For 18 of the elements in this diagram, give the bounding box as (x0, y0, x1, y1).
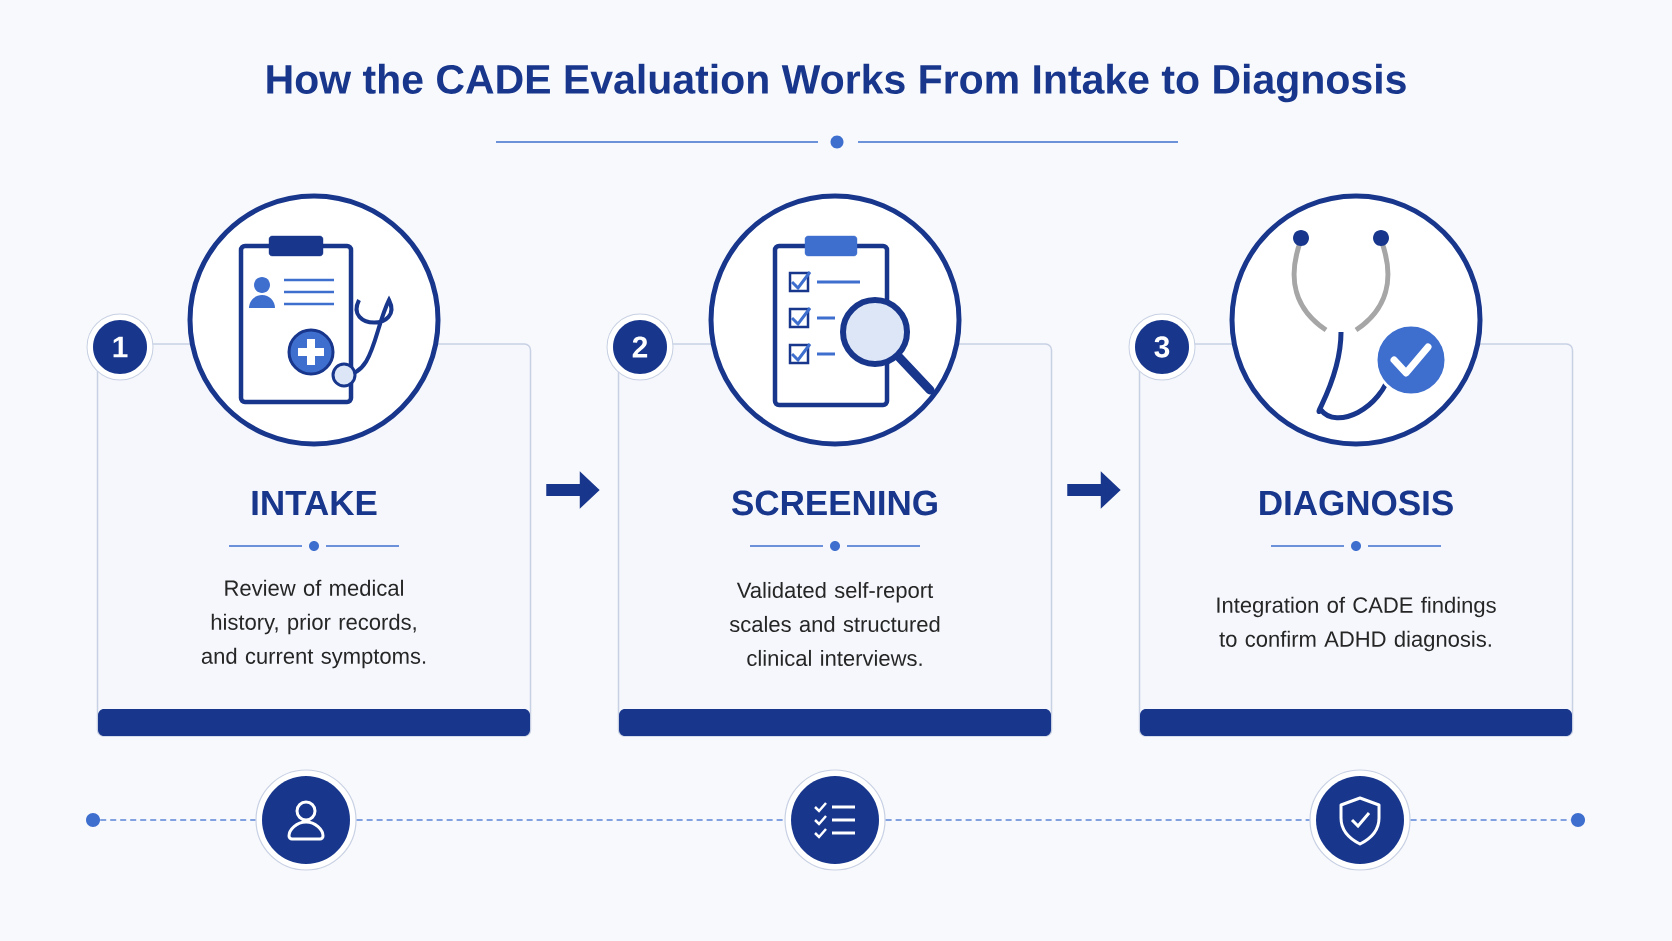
icon-badge (1309, 769, 1411, 871)
timeline-dot (86, 813, 100, 827)
step-heading: SCREENING (731, 490, 937, 516)
step-number: 3 (1128, 313, 1196, 381)
step-heading: INTAKE (252, 490, 377, 516)
timeline-line (99, 819, 257, 821)
step-number: 2 (606, 313, 674, 381)
timeline-dot (1571, 813, 1585, 827)
step-description: Validated self-report scales and structured clinical interviews. (729, 581, 940, 667)
icon-badge (784, 769, 886, 871)
step-number: 1 (86, 313, 154, 381)
timeline-line (884, 819, 1311, 821)
title: How the CADE Evaluation Works From Intake to Diagnosis (267, 63, 1406, 103)
step-description: Integration of CADE findings to confirm ADHD diagnosis. (1217, 596, 1496, 652)
step-heading: DIAGNOSIS (1260, 490, 1453, 516)
icon-badge (255, 769, 357, 871)
step-description: Review of medical history, prior records, and current symptoms. (201, 579, 426, 669)
timeline-line (355, 819, 786, 821)
